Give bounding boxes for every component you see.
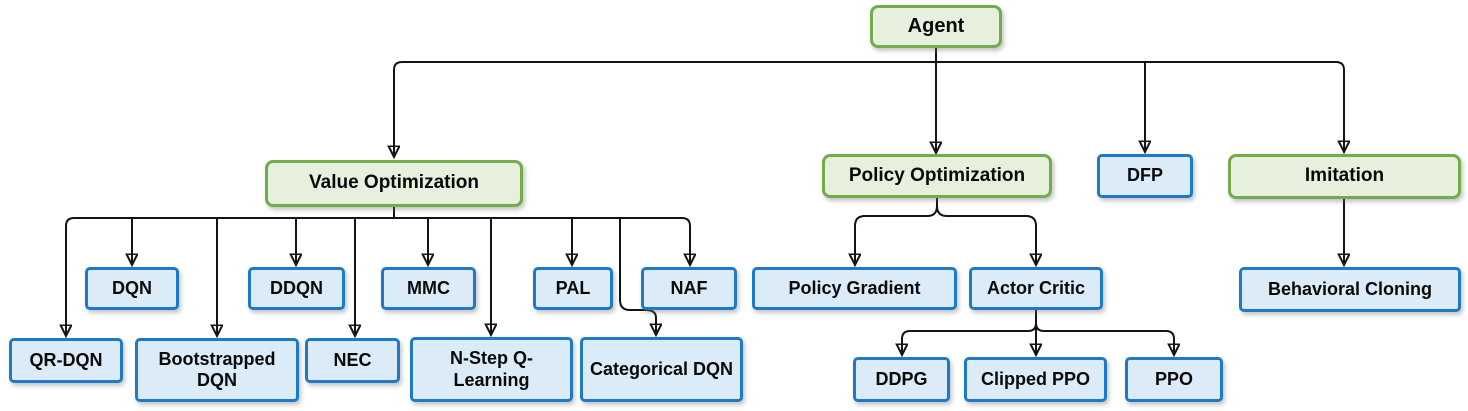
- node-ddqn: DDQN: [248, 267, 345, 310]
- node-naf: NAF: [641, 267, 737, 310]
- node-behavioral-cloning: Behavioral Cloning: [1239, 267, 1461, 312]
- node-dfp: DFP: [1097, 154, 1193, 198]
- node-dqn: DQN: [85, 267, 179, 310]
- node-agent: Agent: [870, 5, 1002, 48]
- node-qr-dqn: QR-DQN: [9, 338, 123, 383]
- node-clipped-ppo: Clipped PPO: [964, 357, 1107, 402]
- node-actor-critic: Actor Critic: [969, 267, 1103, 310]
- node-bootstrapped-dqn: Bootstrapped DQN: [135, 338, 299, 402]
- node-ddpg: DDPG: [853, 357, 950, 402]
- node-value-optimization: Value Optimization: [265, 160, 523, 207]
- node-pal: PAL: [533, 267, 613, 310]
- node-imitation: Imitation: [1228, 154, 1461, 199]
- node-ppo: PPO: [1125, 357, 1223, 402]
- node-policy-gradient: Policy Gradient: [752, 267, 957, 310]
- node-categorical-dqn: Categorical DQN: [580, 337, 743, 402]
- node-mmc: MMC: [381, 267, 476, 310]
- node-nec: NEC: [305, 338, 400, 383]
- node-policy-optimization: Policy Optimization: [822, 154, 1052, 198]
- node-n-step-q-learning: N-Step Q-Learning: [410, 337, 573, 402]
